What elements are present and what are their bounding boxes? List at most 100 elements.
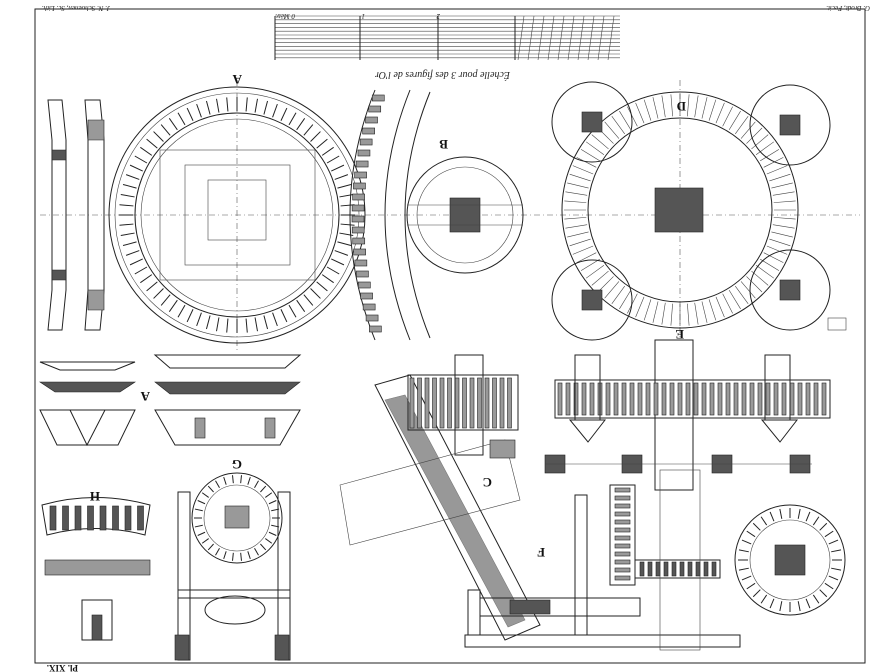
drawing-mark	[614, 487, 631, 493]
plate-number: Pl. XIX.	[47, 663, 78, 672]
drawing-mark	[359, 138, 373, 146]
drawing-mark	[701, 97, 708, 119]
figure-c	[339, 354, 541, 641]
drawing-mark	[177, 112, 186, 126]
drawing-mark	[715, 102, 725, 124]
drawing-mark	[614, 567, 631, 573]
drawing-mark	[240, 475, 242, 484]
drawing-mark	[587, 15, 595, 61]
drawing-mark	[746, 582, 756, 590]
figure-b	[349, 89, 524, 341]
drawing-mark	[728, 289, 741, 310]
drawing-mark	[661, 382, 667, 416]
drawing-mark	[572, 165, 594, 175]
drawing-mark	[409, 377, 415, 429]
drawing-mark	[321, 274, 334, 284]
drawing-mark	[614, 503, 631, 509]
figure-a-sections	[39, 354, 302, 447]
drawing-mark	[597, 276, 614, 293]
drawing-mark	[356, 270, 369, 278]
drawing-mark	[296, 118, 306, 131]
drawing-mark	[772, 191, 795, 196]
drawing-mark	[677, 382, 683, 416]
drawing-mark	[368, 105, 382, 113]
drawing-mark	[280, 309, 288, 323]
drawing-mark	[708, 99, 717, 121]
drawing-mark	[805, 382, 811, 416]
drawing-mark	[725, 382, 731, 416]
drawing-mark	[580, 258, 601, 271]
drawing-mark	[647, 561, 653, 577]
drawing-mark	[351, 226, 365, 234]
drawing-mark	[357, 149, 371, 157]
drawing-mark	[597, 15, 605, 61]
figure-a-profiles	[47, 99, 105, 331]
drawing-mark	[146, 281, 158, 292]
drawing-mark	[310, 131, 321, 142]
drawing-mark	[828, 575, 839, 581]
drawing-mark	[492, 377, 497, 429]
drawing-mark	[614, 511, 631, 517]
drawing-mark	[679, 561, 685, 577]
drawing-mark	[197, 531, 206, 536]
drawing-mark	[197, 500, 206, 505]
drawing-mark	[652, 97, 659, 119]
label-c: C	[483, 475, 492, 490]
figure-g	[174, 472, 291, 661]
drawing-mark	[160, 294, 171, 306]
drawing-mark	[812, 516, 820, 526]
drawing-mark	[62, 505, 69, 531]
drawing-mark	[245, 97, 248, 112]
drawing-mark	[635, 296, 645, 318]
drawing-mark	[226, 318, 229, 333]
drawing-mark	[604, 121, 620, 139]
drawing-mark	[454, 377, 460, 429]
drawing-mark	[759, 149, 780, 162]
drawing-mark	[671, 561, 677, 577]
drawing-mark	[288, 304, 297, 318]
figure-f	[464, 469, 846, 651]
drawing-mark	[797, 601, 801, 612]
drawing-mark	[693, 382, 699, 416]
drawing-mark	[129, 258, 143, 266]
drawing-mark	[129, 164, 143, 172]
drawing-mark	[153, 131, 164, 142]
drawing-mark	[424, 377, 430, 429]
drawing-mark	[268, 531, 277, 536]
drawing-mark	[232, 475, 234, 484]
drawing-mark	[614, 559, 631, 565]
engraver-left: J. N. Schoenen, Sc. Lith.	[42, 4, 110, 12]
drawing-mark	[772, 224, 795, 229]
drawing-mark	[765, 382, 771, 416]
drawing-mark	[240, 552, 242, 561]
drawing-mark	[708, 299, 717, 321]
label-b: B	[439, 137, 448, 152]
drawing-mark	[828, 539, 839, 545]
drawing-mark	[360, 292, 373, 300]
drawing-mark	[310, 288, 321, 299]
drawing-mark	[362, 303, 376, 311]
drawing-mark	[711, 561, 717, 577]
drawing-mark	[695, 561, 701, 577]
drawing-mark	[337, 183, 352, 189]
drawing-mark	[797, 382, 803, 416]
scale-unit-0: 0 Mètr.	[275, 12, 295, 20]
drawing-mark	[604, 281, 620, 299]
drawing-mark	[365, 116, 378, 124]
drawing-mark	[589, 382, 595, 416]
drawing-mark	[564, 217, 587, 220]
drawing-mark	[755, 141, 775, 155]
drawing-mark	[569, 173, 591, 182]
drawing-mark	[619, 289, 632, 310]
drawing-mark	[614, 535, 631, 541]
drawing-mark	[605, 382, 611, 416]
drawing-mark	[226, 97, 229, 112]
figure-d	[551, 81, 847, 341]
drawing-mark	[591, 134, 609, 150]
drawing-mark	[120, 232, 135, 236]
drawing-mark	[565, 191, 588, 196]
scale-title: Échelle pour 3 des figures de l'Or	[375, 69, 511, 81]
drawing-mark	[340, 223, 355, 226]
drawing-mark	[694, 95, 699, 118]
drawing-mark	[614, 519, 631, 525]
